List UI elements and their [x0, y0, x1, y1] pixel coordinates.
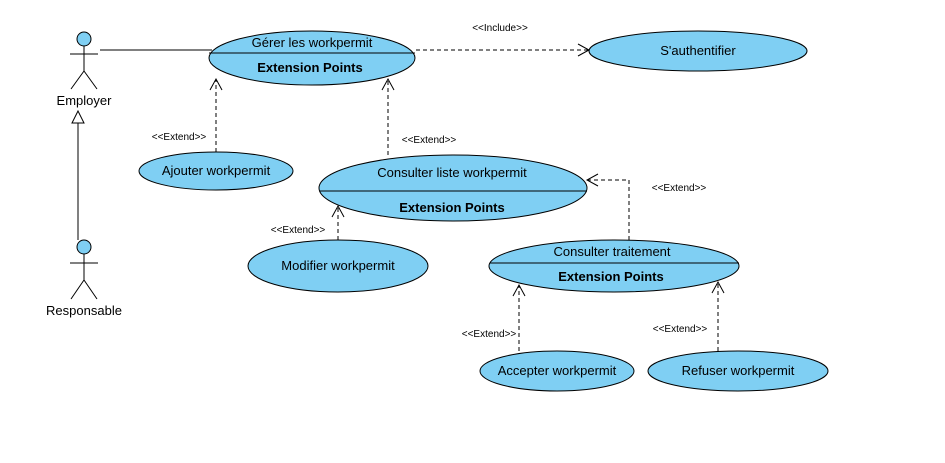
usecase-accepter-label: Accepter workpermit: [498, 363, 617, 378]
actor-responsable[interactable]: Responsable: [46, 239, 122, 318]
usecase-consulter-traitement-label: Consulter traitement: [553, 244, 670, 259]
extend-traitement-label: <<Extend>>: [652, 183, 707, 194]
usecase-accepter[interactable]: Accepter workpermit: [479, 350, 635, 392]
usecase-consulter-liste[interactable]: Consulter liste workpermit Extension Poi…: [318, 154, 588, 222]
actor-responsable-head-icon: [76, 239, 92, 255]
usecase-modifier-label: Modifier workpermit: [281, 258, 395, 273]
extend-arrowhead-icon: [381, 77, 395, 91]
actor-responsable-label: Responsable: [46, 303, 122, 318]
extend-ajouter-gerer: <<Extend>>: [152, 77, 223, 152]
usecase-refuser-label: Refuser workpermit: [682, 363, 795, 378]
usecase-consulter-traitement-extension-points: Extension Points: [558, 269, 663, 284]
usecase-consulter-liste-label: Consulter liste workpermit: [377, 165, 527, 180]
extend-arrowhead-icon: [209, 77, 223, 91]
usecase-modifier[interactable]: Modifier workpermit: [247, 239, 429, 293]
extend-traitement-consulter-liste: <<Extend>>: [585, 173, 707, 240]
include-label: <<Include>>: [472, 23, 528, 34]
usecase-consulter-traitement[interactable]: Consulter traitement Extension Points: [488, 239, 740, 293]
extend-arrowhead-icon: [331, 204, 345, 218]
include-arrowhead-icon: [577, 43, 591, 57]
extend-refuser-traitement: <<Extend>>: [653, 280, 725, 351]
usecase-consulter-liste-extension-points: Extension Points: [399, 200, 504, 215]
extend-accepter-label: <<Extend>>: [462, 329, 517, 340]
usecase-refuser[interactable]: Refuser workpermit: [647, 350, 829, 392]
include-gerer-authentifier: <<Include>>: [416, 23, 591, 57]
extend-arrowhead-icon: [711, 280, 725, 294]
usecase-authentifier[interactable]: S'authentifier: [588, 30, 808, 72]
generalization-responsable-employer: [71, 109, 85, 240]
actor-employer[interactable]: Employer: [57, 31, 113, 108]
extend-arrowhead-icon: [512, 283, 526, 297]
extend-refuser-label: <<Extend>>: [653, 324, 708, 335]
extend-consulter-liste-label: <<Extend>>: [402, 135, 457, 146]
extend-accepter-traitement: <<Extend>>: [462, 283, 526, 351]
usecase-ajouter[interactable]: Ajouter workpermit: [138, 151, 294, 191]
extend-consulter-liste-gerer: <<Extend>>: [381, 77, 457, 155]
usecase-ajouter-label: Ajouter workpermit: [162, 163, 271, 178]
extend-modifier-label: <<Extend>>: [271, 225, 326, 236]
usecase-authentifier-label: S'authentifier: [660, 43, 736, 58]
generalization-arrow-icon: [71, 109, 85, 124]
extend-modifier-consulter-liste: <<Extend>>: [271, 204, 345, 240]
actor-employer-label: Employer: [57, 93, 113, 108]
extend-ajouter-label: <<Extend>>: [152, 132, 207, 143]
usecase-gerer-label: Gérer les workpermit: [252, 35, 373, 50]
extend-arrowhead-icon: [585, 173, 599, 187]
usecase-gerer-extension-points: Extension Points: [257, 60, 362, 75]
usecase-gerer[interactable]: Gérer les workpermit Extension Points: [208, 30, 416, 86]
actor-employer-head-icon: [76, 31, 92, 47]
